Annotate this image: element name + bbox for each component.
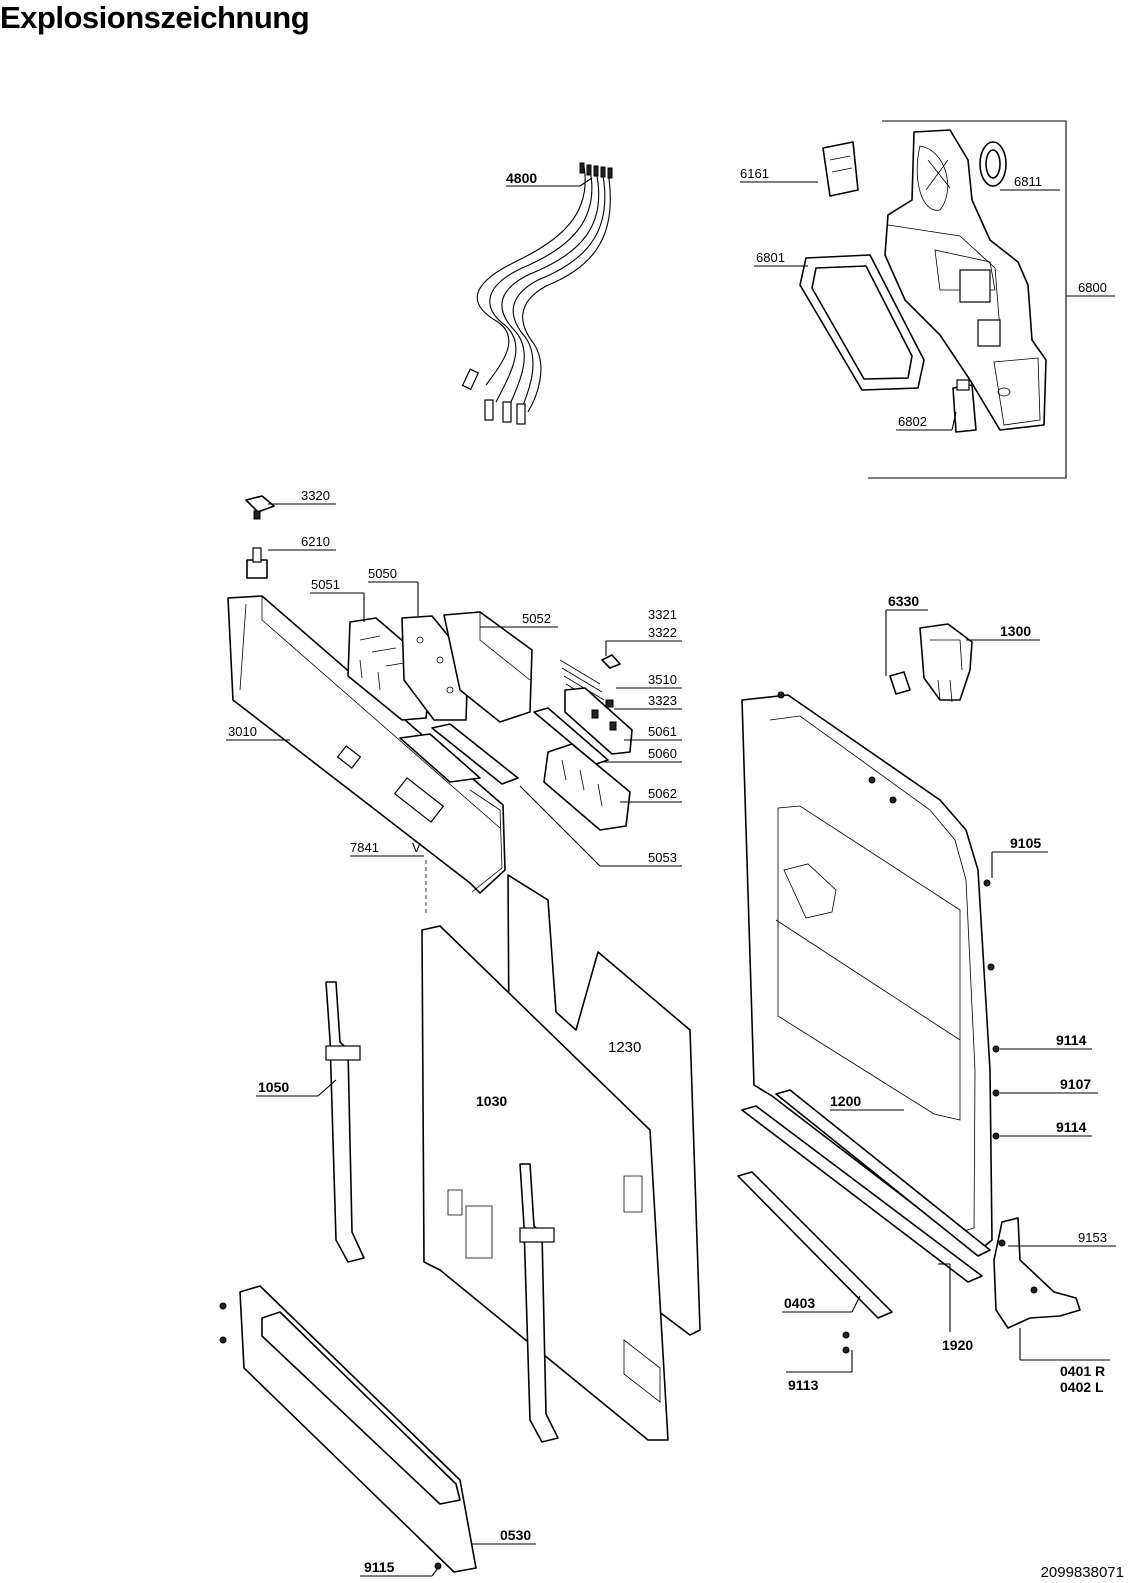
label-1200: 1200	[830, 1093, 861, 1109]
part-5051-cover	[347, 617, 433, 721]
label-4800: 4800	[506, 170, 537, 186]
label-1300: 1300	[1000, 623, 1031, 639]
part-5053-display	[431, 723, 519, 785]
label-5052: 5052	[522, 611, 551, 626]
label-6802: 6802	[898, 414, 927, 429]
label-3323: 3323	[648, 693, 677, 708]
part-5061-board	[564, 687, 633, 755]
part-1920-strip	[741, 1089, 991, 1283]
label-9115: 9115	[364, 1559, 395, 1575]
label-5061: 5061	[648, 724, 677, 739]
label-3321: 3321	[648, 607, 677, 622]
label-9114-upper: 9114	[1056, 1032, 1087, 1048]
label-5060: 5060	[648, 746, 677, 761]
part-1300-door-lock	[919, 623, 973, 703]
part-6800-detergent-dispenser-group	[799, 120, 1067, 479]
label-5050: 5050	[368, 566, 397, 581]
label-6800: 6800	[1078, 280, 1107, 295]
screws	[219, 691, 1038, 1570]
part-1030-outer-door-panel	[421, 925, 669, 1441]
label-1230: 1230	[608, 1039, 641, 1056]
label-5051: 5051	[311, 577, 340, 592]
label-6210: 6210	[301, 534, 330, 549]
label-9113: 9113	[788, 1377, 819, 1393]
label-5062: 5062	[648, 786, 677, 801]
label-3510: 3510	[648, 672, 677, 687]
label-1920: 1920	[942, 1337, 973, 1353]
label-3320: 3320	[301, 488, 330, 503]
label-9107: 9107	[1060, 1076, 1091, 1092]
label-5053: 5053	[648, 850, 677, 865]
part-labels: 4800 6161 6811 6801 6800 6802 3320 6210 …	[228, 166, 1107, 1575]
part-6330-sensor	[889, 671, 911, 695]
part-0403-seal	[737, 1171, 893, 1319]
label-0530: 0530	[500, 1527, 531, 1543]
part-1050-hinge-rail-left	[325, 981, 365, 1263]
part-6210-switch	[246, 547, 268, 579]
label-1050: 1050	[258, 1079, 289, 1095]
part-1050-hinge-rail-right	[519, 1163, 559, 1443]
part-3321-3322-buttons	[559, 654, 621, 709]
label-6330: 6330	[888, 593, 919, 609]
label-1030: 1030	[476, 1093, 507, 1109]
label-3322: 3322	[648, 625, 677, 640]
label-7841-marker: V	[412, 840, 421, 855]
label-7841: 7841	[350, 840, 379, 855]
label-0403: 0403	[784, 1295, 815, 1311]
part-0401-0402-hinge	[993, 1217, 1081, 1329]
document-number: 2099838071	[1040, 1564, 1124, 1581]
part-4800-wire-harness	[461, 162, 613, 425]
label-9114-lower: 9114	[1056, 1119, 1087, 1135]
part-5062-module	[543, 743, 631, 831]
label-0402-l: 0402 L	[1060, 1379, 1104, 1395]
label-6801: 6801	[756, 250, 785, 265]
leader-lines	[226, 177, 1116, 1577]
label-3010: 3010	[228, 724, 257, 739]
part-3320-button	[245, 495, 275, 520]
label-6161: 6161	[740, 166, 769, 181]
part-5052-housing	[443, 611, 533, 723]
part-3010-control-panel	[227, 595, 506, 894]
label-9105: 9105	[1010, 835, 1041, 851]
label-0401-r: 0401 R	[1060, 1363, 1105, 1379]
part-0530-kick-plate	[239, 1285, 477, 1573]
label-6811: 6811	[1014, 174, 1042, 189]
page-title: Explosionszeichnung	[0, 0, 310, 35]
label-9153: 9153	[1078, 1230, 1107, 1245]
